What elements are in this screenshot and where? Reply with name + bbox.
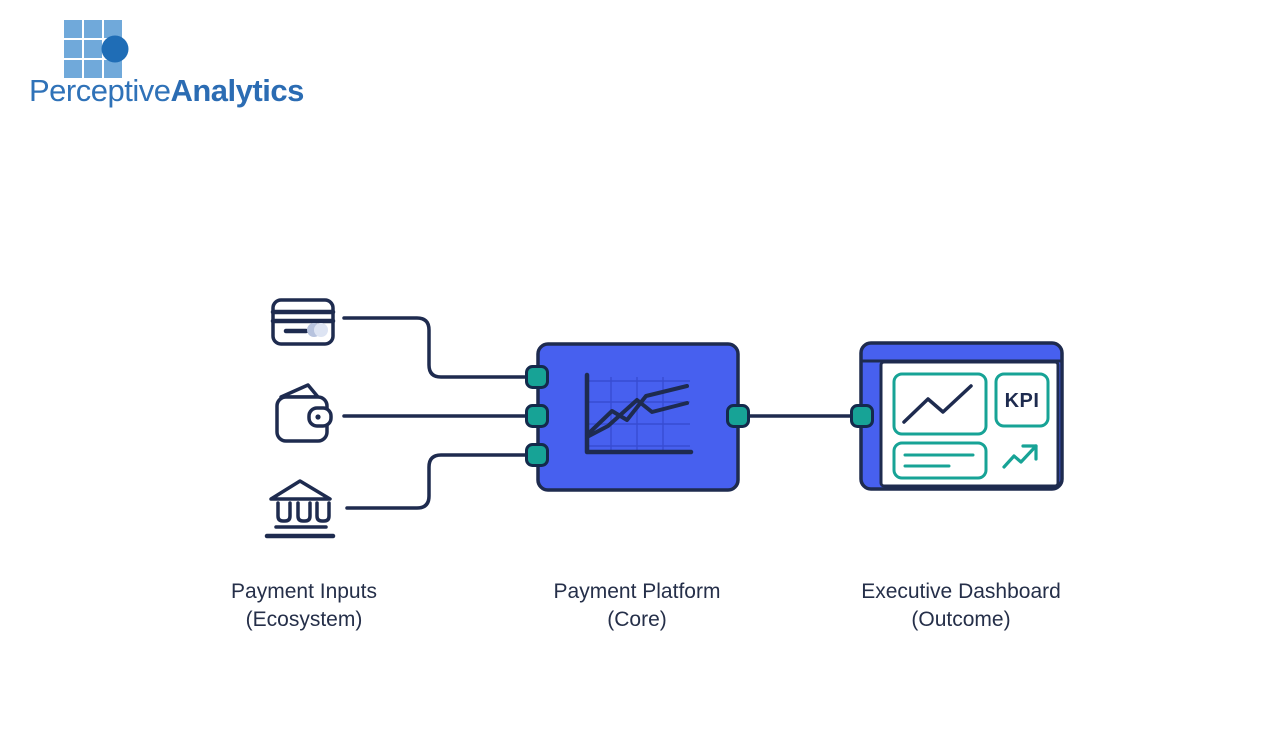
platform-port-in-3 xyxy=(525,443,549,467)
platform-chart-axes xyxy=(584,372,694,455)
bank-icon xyxy=(264,479,336,539)
inputs-node-label: Payment Inputs (Ecosystem) xyxy=(184,578,424,634)
platform-node xyxy=(536,342,740,492)
dashboard-chart-zigzag xyxy=(902,384,973,424)
trend-up-arrow-icon xyxy=(1002,444,1038,469)
logo-dot xyxy=(101,35,129,63)
connector-bank-to-platform xyxy=(345,453,530,510)
credit-card-icon xyxy=(270,298,336,346)
connector-ports xyxy=(525,365,874,467)
platform-box xyxy=(536,342,740,492)
wallet-icon xyxy=(275,383,333,443)
platform-port-in-2 xyxy=(525,404,549,428)
perceptive-analytics-logo: PerceptiveAnalytics xyxy=(0,0,340,120)
dashboard-chart-card xyxy=(892,372,988,436)
inputs-subtitle: (Ecosystem) xyxy=(245,608,363,631)
dashboard-text-card xyxy=(892,441,988,480)
dashboard-node: KPI xyxy=(859,341,1064,491)
inputs-title: Payment Inputs xyxy=(231,580,377,603)
platform-title: Payment Platform xyxy=(553,580,721,603)
connectors xyxy=(342,316,854,510)
logo-mark-icon xyxy=(64,20,129,78)
platform-chart-line-a xyxy=(585,384,689,437)
dashboard-kpi-label: KPI xyxy=(1005,390,1040,412)
platform-port-out xyxy=(726,404,750,428)
platform-node-label: Payment Platform (Core) xyxy=(517,578,757,634)
platform-subtitle: (Core) xyxy=(607,608,667,631)
platform-chart-line-b xyxy=(585,398,689,439)
dashboard-port-in xyxy=(850,404,874,428)
logo-word-perceptive: Perceptive xyxy=(29,73,171,108)
dashboard-title: Executive Dashboard xyxy=(861,580,1061,603)
dashboard-kpi-card xyxy=(994,372,1050,428)
platform-port-in-1 xyxy=(525,365,549,389)
logo-word-analytics: Analytics xyxy=(170,73,304,108)
dashboard-node-label: Executive Dashboard (Outcome) xyxy=(826,578,1096,634)
connector-card-to-platform xyxy=(342,316,530,379)
dashboard-subtitle: (Outcome) xyxy=(911,608,1011,631)
logo-wordmark: PerceptiveAnalytics xyxy=(29,74,304,108)
